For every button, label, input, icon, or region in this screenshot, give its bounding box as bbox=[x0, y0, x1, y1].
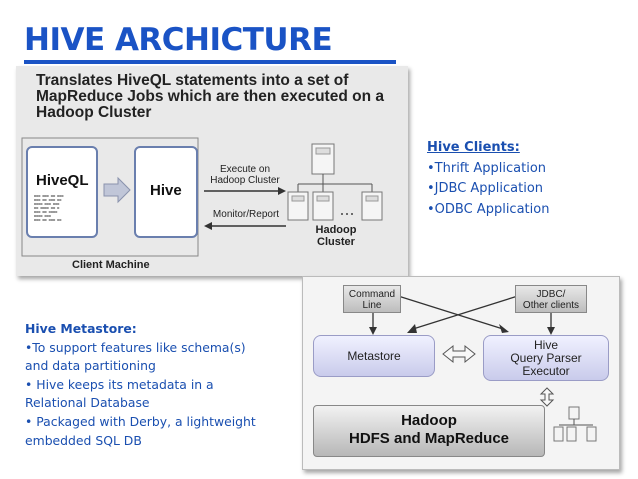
metastore-line-1: •To support features like schema(s) bbox=[25, 339, 246, 355]
hiveql-label: HiveQL bbox=[36, 172, 89, 189]
execute-line-1: Execute on bbox=[219, 164, 271, 175]
hive-metastore-description: Hive Metastore: •To support features lik… bbox=[25, 320, 285, 450]
banner-line-2: MapReduce Jobs which are then executed o… bbox=[36, 88, 384, 105]
command-line-1: Command bbox=[348, 289, 396, 300]
hadoop-hdfs-box: Hadoop HDFS and MapReduce bbox=[313, 405, 545, 457]
hive-label: Hive bbox=[150, 182, 182, 199]
jdbc-line-2: Other clients bbox=[522, 300, 580, 311]
hive-box: Hive bbox=[134, 146, 198, 238]
client-item-jdbc: •JDBC Application bbox=[427, 181, 544, 196]
cluster-line-1: Hadoop bbox=[315, 224, 357, 236]
metastore-box-label: Metastore bbox=[347, 349, 401, 363]
hive-clients-heading: Hive Clients: bbox=[427, 140, 520, 155]
metastore-line-5: • Packaged with Derby, a lightweight bbox=[25, 413, 256, 429]
hive-box-line-3: Executor bbox=[522, 364, 570, 378]
client-item-odbc: •ODBC Application bbox=[427, 201, 550, 217]
execute-label: Execute on Hadoop Cluster bbox=[208, 164, 282, 186]
metastore-heading: Hive Metastore: bbox=[25, 321, 137, 336]
hive-box-line-2: Query Parser bbox=[510, 351, 582, 365]
hiveql-box: HiveQL ▬▬▬ ▬▬▬ ▬▬ ▬▬▬▬▬▬ ▬▬ ▬▬▬ ▬▬▬▬▬▬ ▬… bbox=[26, 146, 98, 238]
hadoop-line-1: Hadoop bbox=[401, 412, 457, 429]
execute-line-2: Hadoop Cluster bbox=[210, 175, 280, 186]
hadoop-cluster-label: Hadoop Cluster bbox=[306, 224, 366, 248]
client-machine-label: Client Machine bbox=[72, 259, 150, 271]
monitor-label: Monitor/Report bbox=[212, 209, 280, 220]
client-item-thrift: •Thrift Application bbox=[427, 160, 547, 176]
metastore-line-2: and data partitioning bbox=[25, 358, 156, 374]
hiveql-code-snippet: ▬▬▬ ▬▬▬ ▬▬ ▬▬▬▬▬▬ ▬▬ ▬▬▬ ▬▬▬▬▬▬ ▬▬▬ ▬▬▬▬… bbox=[34, 194, 64, 222]
metastore-line-3: • Hive keeps its metadata in a bbox=[25, 376, 214, 392]
command-line-box: Command Line bbox=[343, 285, 401, 313]
metastore-box: Metastore bbox=[313, 335, 435, 377]
hadoop-line-2: HDFS and MapReduce bbox=[348, 430, 510, 447]
client-machine-frame bbox=[21, 137, 383, 257]
hive-box-line-1: Hive bbox=[533, 338, 558, 352]
hive-clients-list: Hive Clients: •Thrift Application •JDBC … bbox=[427, 138, 549, 220]
diagram-banner: Translates HiveQL statements into a set … bbox=[36, 73, 394, 121]
banner-line-3: Hadoop Cluster bbox=[36, 104, 152, 121]
command-line-2: Line bbox=[362, 300, 382, 311]
metastore-line-4: Relational Database bbox=[25, 395, 150, 411]
top-architecture-diagram: Translates HiveQL statements into a set … bbox=[16, 66, 408, 276]
banner-line-1: Translates HiveQL statements into a set … bbox=[36, 72, 349, 89]
title-underline bbox=[24, 60, 396, 64]
slide-title: HIVE ARCHICTURE bbox=[24, 22, 333, 58]
cluster-line-2: Cluster bbox=[317, 236, 355, 248]
bottom-architecture-diagram: Command Line JDBC/ Other clients Metasto… bbox=[302, 276, 620, 470]
metastore-line-6: embedded SQL DB bbox=[25, 432, 142, 448]
jdbc-line-1: JDBC/ bbox=[536, 289, 566, 300]
jdbc-clients-box: JDBC/ Other clients bbox=[515, 285, 587, 313]
bottom-diagram-connectors bbox=[369, 294, 597, 442]
hive-query-parser-box: Hive Query Parser Executor bbox=[483, 335, 609, 381]
